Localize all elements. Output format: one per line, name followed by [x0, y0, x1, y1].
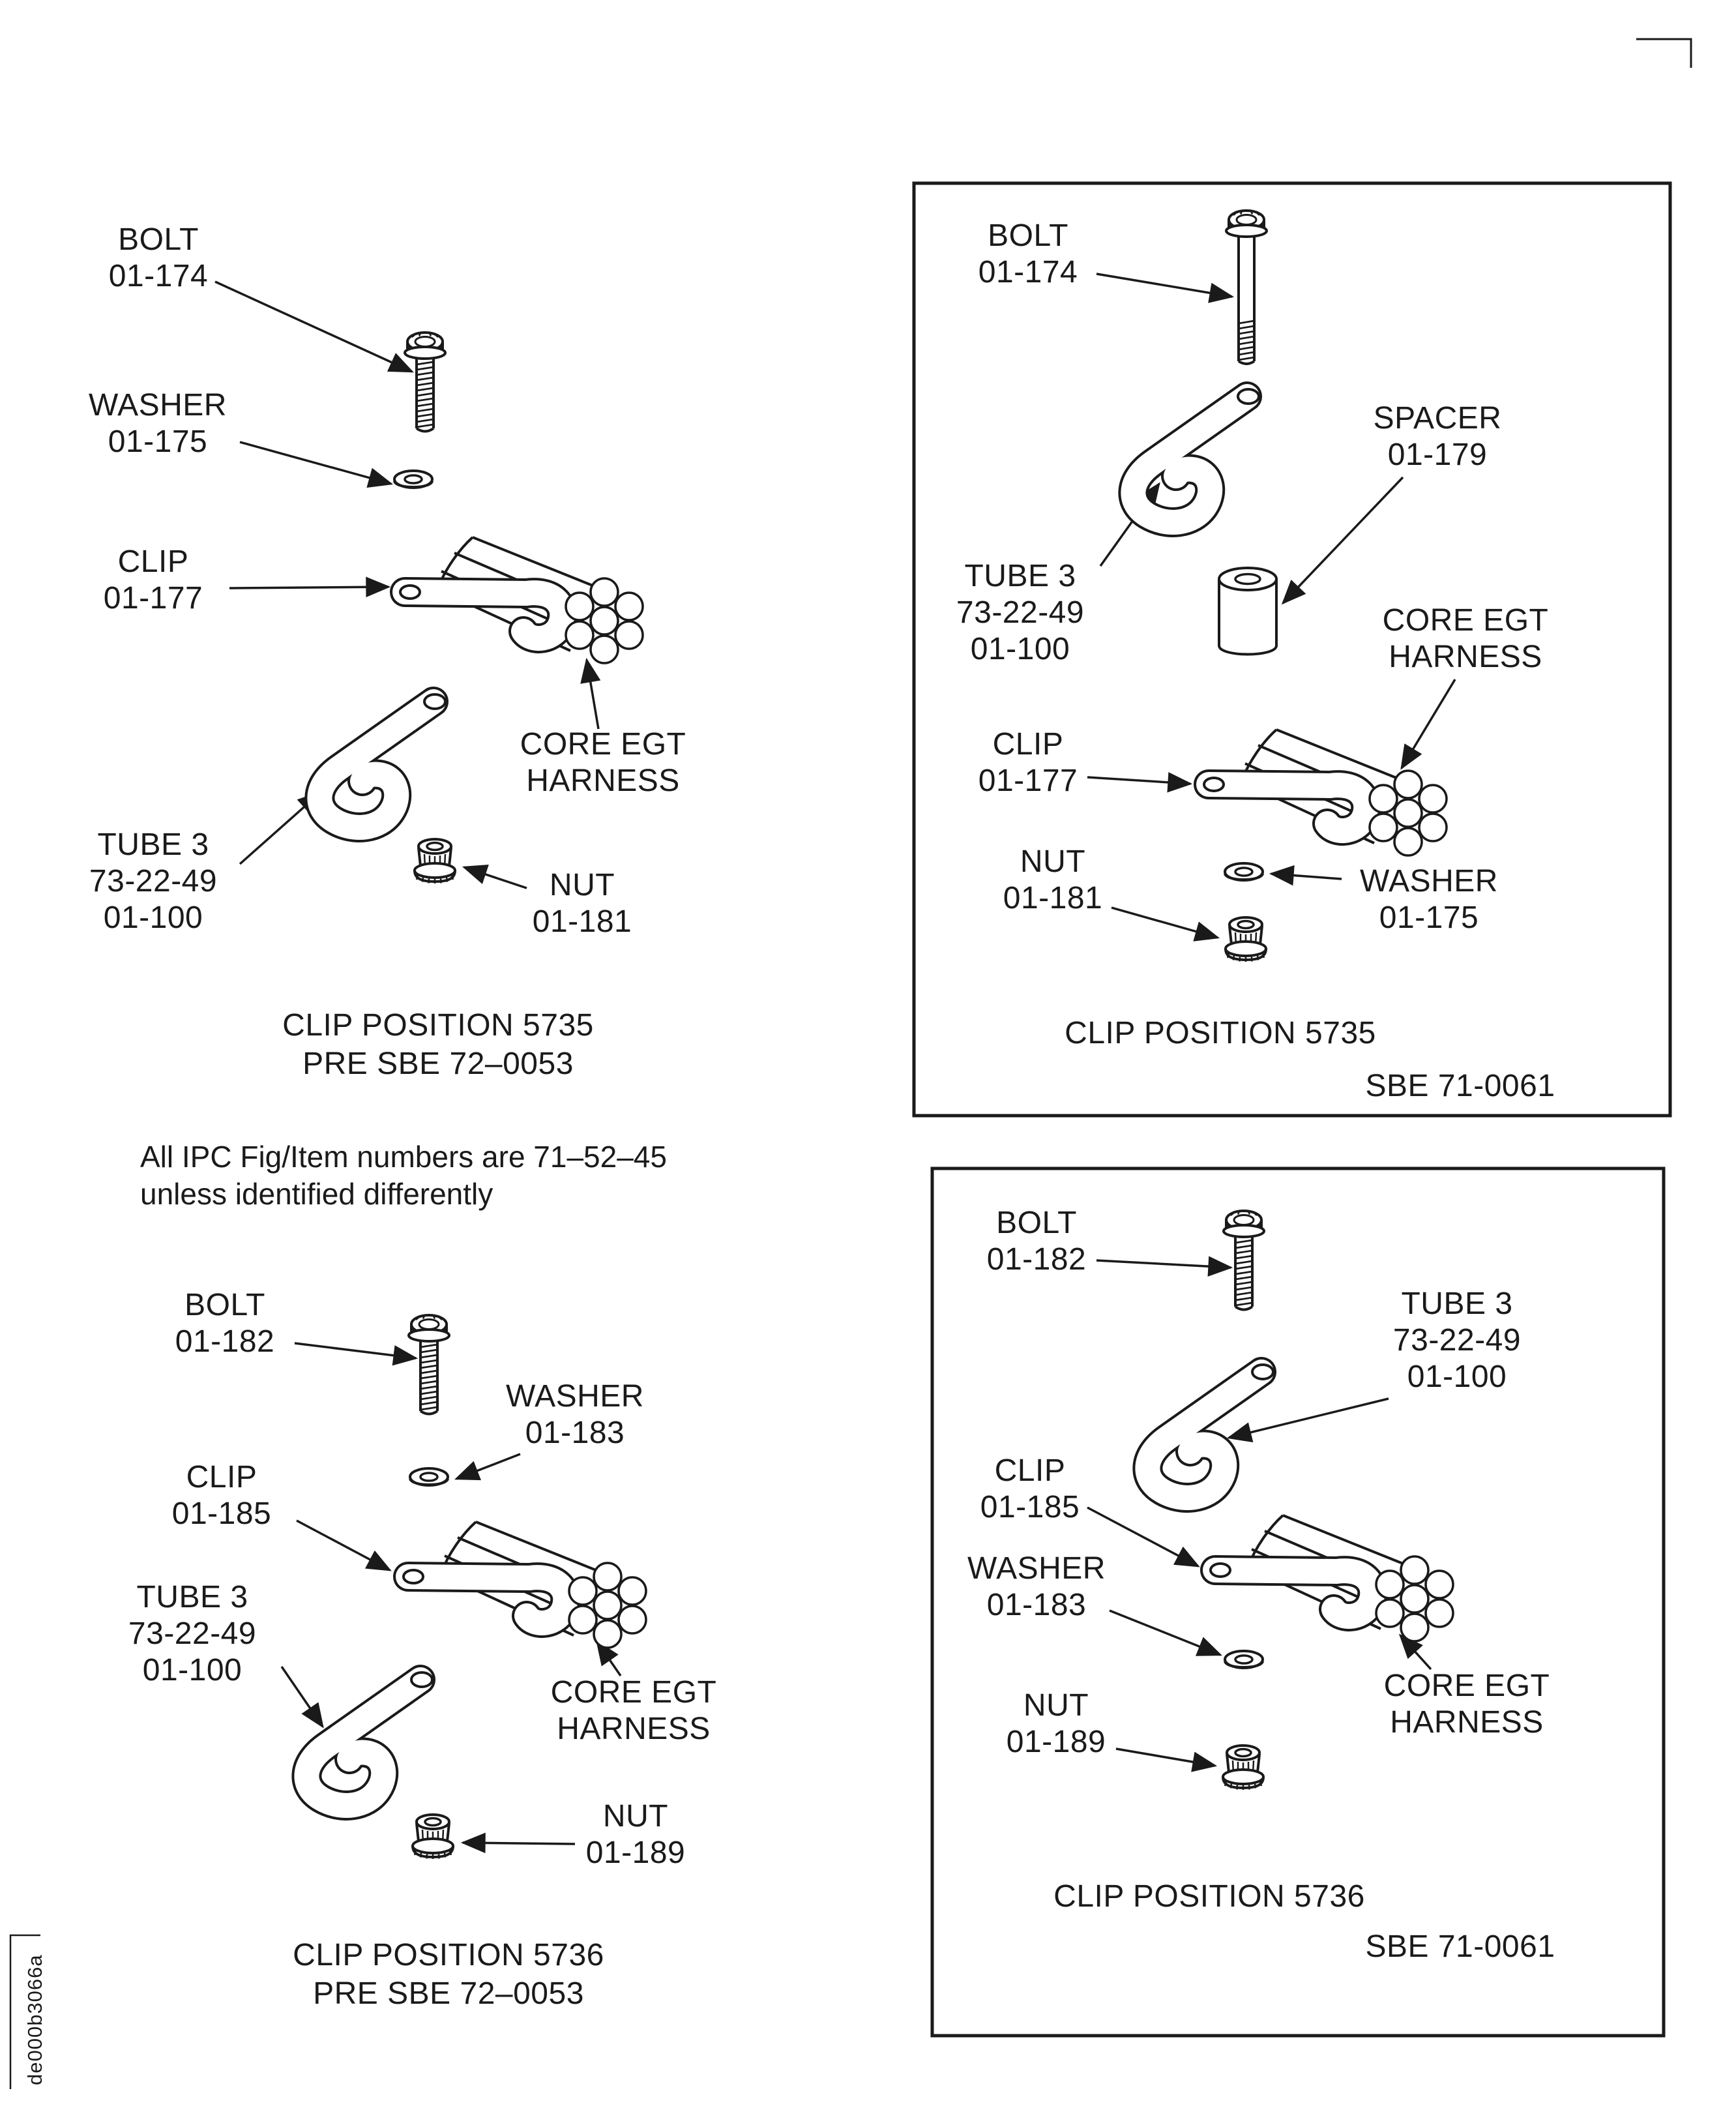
- tr-spacer-label: SPACER 01-179: [1373, 401, 1502, 473]
- bl-tube-label: TUBE 3 73-22-49 01-100: [128, 1580, 257, 1688]
- clip-harness-illustration: [1211, 1515, 1453, 1641]
- leader-arrow-clip: [1087, 1506, 1200, 1568]
- nut-illustration: [1224, 916, 1267, 963]
- bl-harness-label: CORE EGT HARNESS: [550, 1675, 717, 1747]
- tr-harness-label: CORE EGT HARNESS: [1382, 603, 1549, 675]
- tr-washer-label: WASHER 01-175: [1360, 864, 1498, 936]
- leader-arrow-harness: [1400, 679, 1456, 770]
- leader-arrow-harness: [596, 1640, 622, 1676]
- leader-arrow-washer: [1109, 1609, 1222, 1656]
- bolt-illustration: [1224, 1211, 1264, 1310]
- tr-tube-label: TUBE 3 73-22-49 01-100: [956, 559, 1085, 667]
- leader-arrow-spacer: [1281, 476, 1404, 605]
- washer-illustration: [409, 1467, 449, 1487]
- leader-arrow-bolt: [294, 1342, 419, 1366]
- leader-arrow-nut: [462, 865, 527, 889]
- clip-harness-illustration: [404, 1522, 646, 1648]
- bolt-illustration: [405, 333, 445, 432]
- clip-harness-illustration: [400, 537, 643, 663]
- tr-sbe-number: SBE 71-0061: [1365, 1069, 1555, 1103]
- tr-caption: CLIP POSITION 5735: [1065, 1016, 1376, 1050]
- leader-arrow-clip: [296, 1519, 392, 1571]
- leader-arrow-nut: [1111, 906, 1220, 942]
- washer-illustration: [1224, 862, 1264, 882]
- leader-arrow-nut: [460, 1832, 576, 1854]
- bl-clip-label: CLIP 01-185: [171, 1460, 272, 1532]
- bl-washer-label: WASHER 01-183: [506, 1379, 644, 1451]
- sbe-panel-border-5735: [912, 181, 1672, 1118]
- sbe-panel-border-5736: [930, 1167, 1666, 2038]
- tube-bracket-illustration: [1133, 389, 1259, 522]
- tl-bolt-label: BOLT 01-174: [108, 222, 209, 294]
- br-harness-label: CORE EGT HARNESS: [1383, 1669, 1550, 1740]
- br-clip-label: CLIP 01-185: [980, 1453, 1080, 1525]
- br-caption: CLIP POSITION 5736: [1053, 1879, 1365, 1914]
- br-bolt-label: BOLT 01-182: [986, 1206, 1087, 1277]
- tr-bolt-label: BOLT 01-174: [978, 218, 1078, 290]
- washer-illustration: [1224, 1650, 1264, 1669]
- nut-illustration: [1222, 1744, 1265, 1791]
- tube-bracket-illustration: [319, 694, 445, 827]
- leader-arrow-bolt: [1096, 1256, 1233, 1277]
- spacer-illustration: [1218, 567, 1278, 656]
- tr-nut-label: NUT 01-181: [1003, 844, 1103, 916]
- leader-arrow-tube: [280, 1666, 324, 1729]
- tl-washer-label: WASHER 01-175: [89, 388, 227, 460]
- br-nut-label: NUT 01-189: [1006, 1688, 1106, 1760]
- bolt-illustration: [409, 1315, 449, 1414]
- tr-clip-label: CLIP 01-177: [978, 727, 1078, 799]
- br-tube-label: TUBE 3 73-22-49 01-100: [1392, 1286, 1522, 1395]
- washer-illustration: [393, 469, 434, 489]
- tl-tube-label: TUBE 3 73-22-49 01-100: [89, 827, 218, 936]
- clip-harness-illustration: [1204, 730, 1447, 855]
- leader-arrow-clip: [229, 576, 391, 598]
- br-washer-label: WASHER 01-183: [967, 1551, 1106, 1623]
- bl-bolt-label: BOLT 01-182: [175, 1288, 275, 1360]
- bl-nut-label: NUT 01-189: [585, 1799, 686, 1871]
- corner-registration-mark: [1636, 38, 1692, 68]
- leader-arrow-bolt: [1096, 273, 1235, 303]
- leader-arrow-washer: [239, 441, 394, 488]
- tl-clip-label: CLIP 01-177: [103, 544, 203, 616]
- br-sbe-number: SBE 71-0061: [1365, 1929, 1555, 1964]
- leader-arrow-washer: [454, 1453, 521, 1481]
- document-code: de000b3066a: [23, 1954, 46, 2085]
- tube-bracket-illustration: [306, 1672, 432, 1806]
- nut-illustration: [413, 838, 456, 885]
- leader-arrow-washer: [1269, 865, 1342, 886]
- bl-caption: CLIP POSITION 5736 PRE SBE 72–0053: [293, 1938, 604, 2011]
- tl-nut-label: NUT 01-181: [532, 868, 632, 940]
- leader-arrow-harness: [580, 657, 601, 730]
- nut-illustration: [411, 1813, 454, 1860]
- leader-arrow-nut: [1115, 1747, 1218, 1772]
- leader-arrow-bolt: [214, 280, 414, 373]
- leader-arrow-clip: [1087, 772, 1193, 793]
- tl-caption: CLIP POSITION 5735 PRE SBE 72–0053: [282, 1008, 594, 1081]
- tl-harness-label: CORE EGT HARNESS: [520, 727, 686, 799]
- bolt-illustration: [1226, 211, 1267, 364]
- ipc-note: All IPC Fig/Item numbers are 71–52–45 un…: [140, 1140, 667, 1211]
- leader-arrow-harness: [1398, 1633, 1432, 1671]
- fold-mark: [9, 1934, 40, 2089]
- leader-arrow-tube: [1226, 1397, 1389, 1443]
